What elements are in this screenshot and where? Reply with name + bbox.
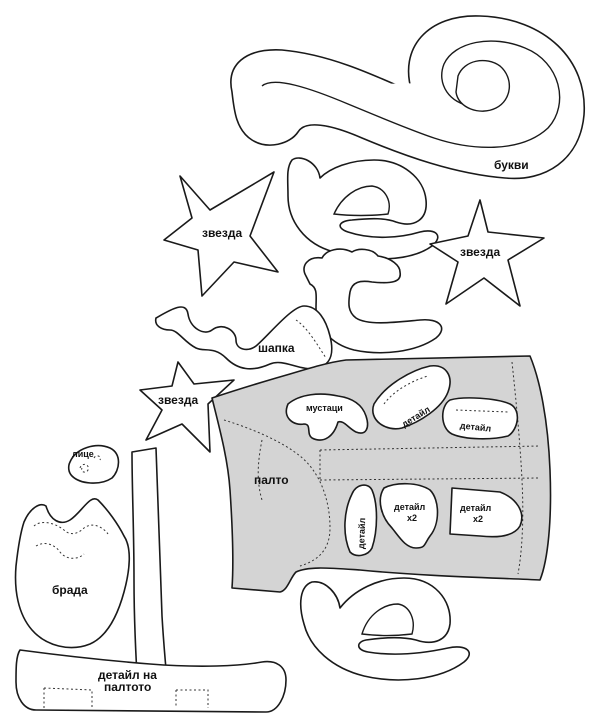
mustache-piece [285,393,369,441]
detail-piece-b [441,397,519,440]
face-piece [67,444,120,484]
label-star-1: звезда [202,226,242,240]
label-detail-c: детайл [356,517,367,549]
coat-strip-piece [131,447,169,693]
detail-piece-a [372,365,451,430]
hat-piece [154,305,333,370]
label-detail-x2-b-1: детайл [460,503,492,513]
star-middle [139,361,235,453]
label-detail-x2-b-2: x2 [473,514,483,524]
detail-piece-c [344,484,378,557]
detail-x2-piece-b [449,487,523,538]
label-mustache: мустаци [306,403,343,413]
label-star-3: звезда [158,393,198,407]
letter-e-piece-bottom [299,577,470,681]
coat-detail-piece [15,649,287,713]
label-detail-x2-a-2: x2 [407,513,417,523]
label-star-2: звезда [460,245,500,259]
beard-piece [14,498,131,649]
letter-e-piece-top [286,157,439,260]
label-coat-detail-2: палтото [104,680,151,694]
label-letters: букви [494,158,529,172]
label-face: лице [72,449,94,459]
letter-t-piece [303,248,443,354]
label-coat: палто [254,473,289,487]
star-right [429,199,545,307]
label-hat: шапка [258,341,295,355]
star-top-left [163,171,279,297]
label-detail-x2-a-1: детайл [394,502,426,512]
label-coat-detail-1: детайл на [98,668,157,682]
label-detail-b: детайл [459,420,491,433]
label-beard: брада [52,583,88,597]
detail-x2-piece-a [379,482,439,549]
letter-swirl-piece [230,15,585,180]
